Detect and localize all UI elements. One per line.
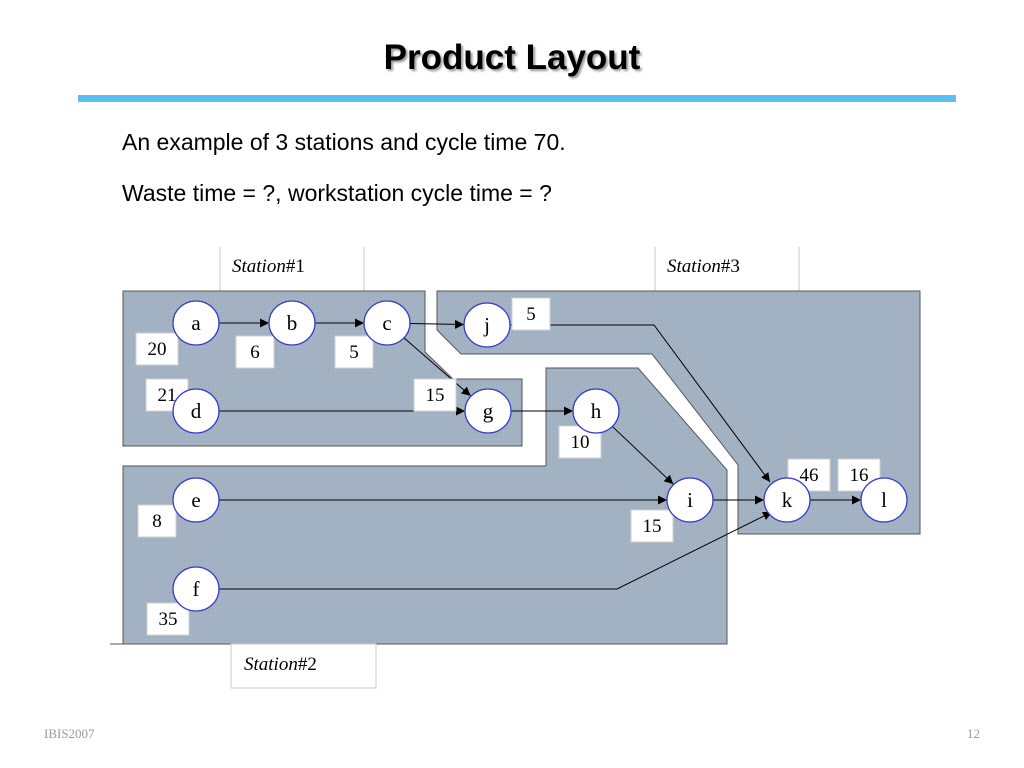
- edge-h-i: [612, 426, 674, 485]
- task-node-label-b: b: [287, 311, 298, 335]
- slide-title: Product Layout: [383, 38, 641, 77]
- task-node-label-j: j: [483, 313, 490, 337]
- task-time-b: 6: [235, 335, 275, 369]
- station-1-label: Station#1: [232, 256, 305, 277]
- task-node-j: j: [463, 302, 511, 348]
- title-rule: [78, 95, 956, 102]
- task-time-value-d: 21: [158, 385, 177, 406]
- task-node-e: e: [172, 477, 220, 523]
- station-2-header: Station#2: [110, 643, 377, 689]
- task-node-label-h: h: [591, 399, 602, 423]
- description-line-2: Waste time = ?, workstation cycle time =…: [122, 180, 552, 206]
- task-node-label-d: d: [191, 399, 202, 423]
- task-time-g: 15: [413, 378, 457, 412]
- task-node-h: h: [572, 388, 620, 434]
- task-time-value-k: 46: [800, 465, 819, 486]
- task-time-value-f: 35: [159, 609, 178, 630]
- task-node-label-l: l: [881, 488, 887, 512]
- task-node-label-i: i: [687, 488, 693, 512]
- task-node-f: f: [172, 566, 220, 612]
- task-node-label-c: c: [382, 311, 391, 335]
- task-time-value-l: 16: [850, 465, 869, 486]
- task-time-a: 20: [135, 332, 179, 366]
- task-time-value-c: 5: [349, 342, 359, 363]
- task-time-value-h: 10: [571, 432, 590, 453]
- station-1-header: Station#1: [219, 247, 365, 291]
- task-node-i: i: [666, 477, 714, 523]
- task-node-c: c: [363, 300, 411, 346]
- task-node-b: b: [268, 300, 316, 346]
- task-node-l: l: [860, 477, 908, 523]
- task-time-k: 46: [787, 458, 831, 492]
- description-line-1: An example of 3 stations and cycle time …: [122, 129, 566, 155]
- task-time-e: 8: [137, 504, 177, 538]
- station-3-header: Station#3: [654, 247, 800, 291]
- task-node-k: k: [763, 477, 811, 523]
- task-time-value-b: 6: [250, 342, 260, 363]
- footer-conference: IBIS2007: [44, 726, 95, 741]
- footer-page-number: 12: [967, 726, 980, 741]
- task-node-label-g: g: [483, 399, 494, 423]
- edge-c-g: [404, 337, 471, 397]
- task-node-label-f: f: [193, 577, 200, 601]
- task-node-d: d: [172, 388, 220, 434]
- task-time-c: 5: [334, 335, 374, 369]
- station-3-label: Station#3: [667, 256, 740, 277]
- task-time-value-i: 15: [643, 516, 662, 537]
- task-node-label-e: e: [191, 488, 200, 512]
- task-time-value-a: 20: [148, 339, 167, 360]
- station-2-label: Station#2: [244, 654, 317, 675]
- task-nodes: a b c j d g h e i k l f: [172, 300, 908, 612]
- task-time-i: 15: [630, 509, 674, 543]
- task-time-f: 35: [146, 602, 190, 636]
- edge-j-k: [509, 324, 771, 483]
- task-time-value-j: 5: [526, 304, 536, 325]
- task-node-g: g: [464, 388, 512, 434]
- edge-c-j: [409, 319, 465, 329]
- task-time-value-g: 15: [426, 385, 445, 406]
- edge-f-k: [219, 511, 773, 590]
- task-node-label-k: k: [782, 488, 793, 512]
- task-time-j: 5: [511, 297, 551, 331]
- task-time-value-e: 8: [152, 511, 162, 532]
- task-node-label-a: a: [191, 311, 201, 335]
- task-node-a: a: [172, 300, 220, 346]
